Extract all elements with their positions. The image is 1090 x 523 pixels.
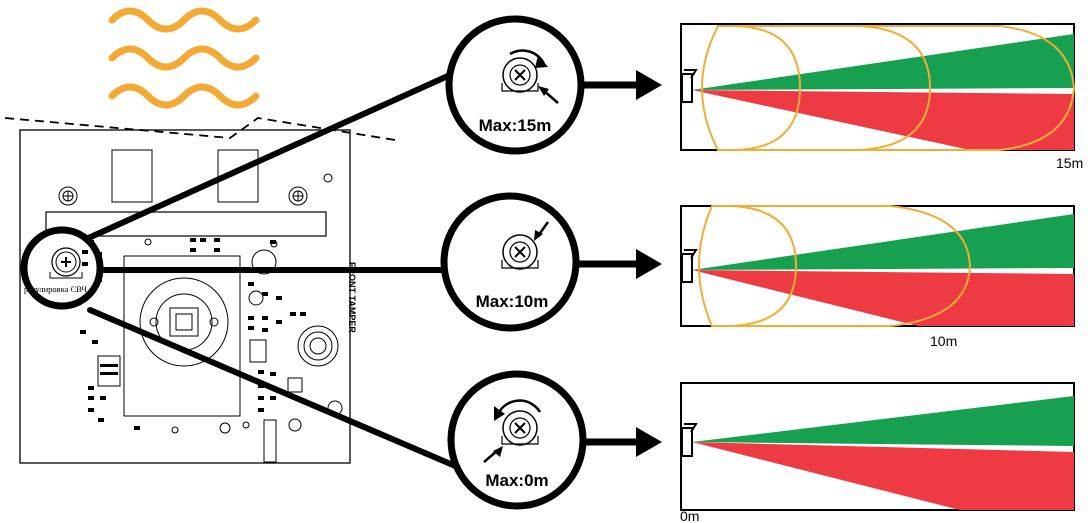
arrow-right-icon xyxy=(584,427,662,457)
setting-label: Max:10m xyxy=(476,292,549,311)
range-label: 15m xyxy=(1056,155,1083,171)
detection-zone-10m: 10m xyxy=(680,205,1075,349)
screw-icon xyxy=(288,186,308,206)
potentiometer-knob-icon xyxy=(501,410,539,446)
microwave-waves-icon xyxy=(108,7,260,109)
detection-zone-15m: 15m xyxy=(680,23,1083,171)
arrow-right-icon xyxy=(576,249,662,279)
zoom-circle-10m: Max:10m xyxy=(440,192,580,332)
rotate-counterclockwise-icon xyxy=(496,399,542,415)
range-arc xyxy=(730,205,972,327)
zoom-circle-0m: Max:0m xyxy=(447,370,587,510)
setting-label: Max:0m xyxy=(485,471,548,490)
setting-label: Max:15m xyxy=(479,116,552,135)
microwave-range-potentiometer[interactable]: регулировка СВЧ xyxy=(20,226,104,310)
potentiometer-knob-icon xyxy=(501,234,539,270)
potentiometer-knob-icon xyxy=(501,57,539,93)
range-label: 10m xyxy=(930,333,957,349)
range-arc xyxy=(736,25,932,151)
range-label: 0m xyxy=(680,508,699,523)
pot-label: регулировка СВЧ xyxy=(24,284,88,294)
sensor-icon xyxy=(681,249,698,283)
range-arc xyxy=(698,205,798,327)
range-arc xyxy=(701,25,802,151)
sensor-icon xyxy=(681,69,698,103)
zoom-circle-15m: Max:15m xyxy=(445,15,585,155)
detection-zone-0m: 0m xyxy=(680,382,1075,523)
range-arc xyxy=(860,25,1076,151)
pcb-board xyxy=(19,129,351,464)
pcb-smd-parts xyxy=(80,238,306,430)
tamper-label: FRONT TAMPER xyxy=(347,262,357,333)
housing-outline xyxy=(4,117,396,141)
zoom-connectors xyxy=(81,72,463,471)
arrow-right-icon xyxy=(580,70,662,100)
screw-icon xyxy=(58,186,78,206)
sensor-icon xyxy=(681,423,698,457)
